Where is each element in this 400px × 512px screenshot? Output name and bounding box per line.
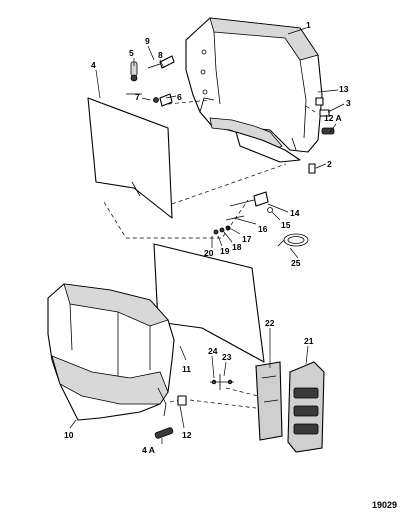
callout-9: 9 xyxy=(145,36,150,46)
callout-1: 1 xyxy=(306,20,311,30)
callout-7: 7 xyxy=(135,92,140,102)
cover-plate-part xyxy=(287,361,325,453)
trim-clip-parts xyxy=(308,97,335,174)
callout-4a: 4 A xyxy=(142,445,155,455)
callout-4: 4 xyxy=(91,60,96,70)
callout-17: 17 xyxy=(242,234,252,244)
figure-number: 19029 xyxy=(372,500,397,510)
fastener-parts xyxy=(154,374,234,439)
upper-cowl-part xyxy=(185,17,323,163)
callout-14: 14 xyxy=(290,208,300,218)
callout-8: 8 xyxy=(158,50,163,60)
latch-hardware-parts xyxy=(126,55,175,107)
callout-21: 21 xyxy=(304,336,314,346)
callout-2: 2 xyxy=(327,159,332,169)
callout-16: 16 xyxy=(258,224,268,234)
callout-19: 19 xyxy=(220,246,230,256)
callout-6: 6 xyxy=(177,92,182,102)
callout-22: 22 xyxy=(265,318,275,328)
leader-lines xyxy=(69,27,345,444)
callout-13: 13 xyxy=(339,84,349,94)
callout-12: 12 xyxy=(182,430,192,440)
callout-3: 3 xyxy=(346,98,351,108)
cable-assembly-parts xyxy=(213,191,309,247)
alignment-lines xyxy=(103,99,319,409)
callout-23: 23 xyxy=(222,352,232,362)
callout-20: 20 xyxy=(204,248,214,258)
side-bracket-part xyxy=(255,361,283,441)
callout-labels: 1 2 3 4 4 A 5 6 7 8 9 10 11 12 12 A 13 1… xyxy=(64,20,351,455)
callout-18: 18 xyxy=(232,242,242,252)
lower-cowl-part xyxy=(47,283,175,421)
callout-11: 11 xyxy=(182,364,191,374)
callout-12a: 12 A xyxy=(324,113,342,123)
callout-25: 25 xyxy=(291,258,301,268)
callout-24: 24 xyxy=(208,346,218,356)
side-panel-part xyxy=(87,97,173,219)
callout-10: 10 xyxy=(64,430,74,440)
callout-15: 15 xyxy=(281,220,291,230)
callout-5: 5 xyxy=(129,48,134,58)
